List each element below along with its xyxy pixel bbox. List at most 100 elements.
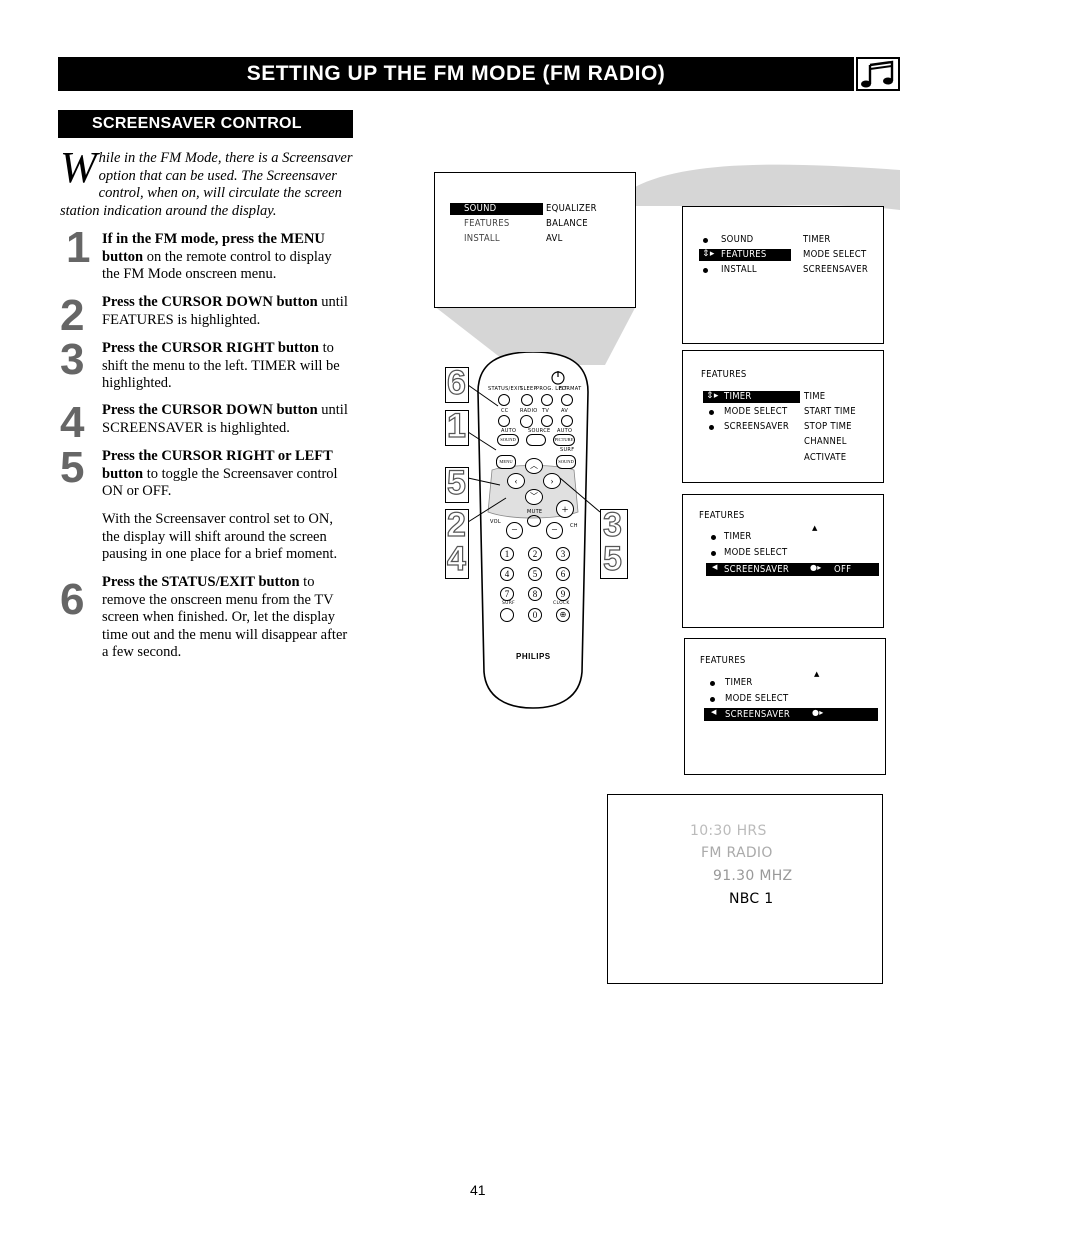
digit-7-button[interactable]: 7	[500, 587, 514, 601]
remote-label-auto-sound: AUTO	[501, 428, 517, 434]
menu2-item-install: INSTALL	[721, 264, 757, 275]
callout-2: 2	[446, 505, 466, 544]
menu-screen-1: SOUND FEATURES INSTALL EQUALIZER BALANCE…	[434, 172, 636, 308]
clock-button[interactable]: ⊕	[556, 608, 570, 622]
menu3-option-activate: ACTIVATE	[804, 452, 847, 463]
menu3-item-screensaver: SCREENSAVER	[724, 421, 790, 432]
sound-button[interactable]: SOUND	[556, 455, 576, 469]
step-4-number: 4	[60, 398, 85, 447]
music-note-icon	[856, 57, 900, 91]
menu2-option-mode-select: MODE SELECT	[803, 249, 867, 260]
auto-sound-button[interactable]: SOUND	[497, 434, 519, 446]
cursor-right-button[interactable]: ›	[543, 473, 561, 489]
menu5-up-arrow-icon: ▲	[814, 670, 820, 678]
menu2-item-sound: SOUND	[721, 234, 754, 245]
status-exit-button[interactable]	[498, 394, 510, 406]
remote-label-surf: SURF	[560, 447, 575, 453]
callout-3: 3	[602, 505, 622, 544]
menu2-option-timer: TIMER	[803, 234, 831, 245]
volume-down-button[interactable]: −	[506, 522, 523, 539]
remote-label-av: AV	[561, 408, 569, 414]
header-title: SETTING UP THE FM MODE (FM RADIO)	[246, 62, 666, 85]
menu1-option-avl: AVL	[546, 233, 563, 244]
channel-down-button[interactable]: −	[546, 522, 563, 539]
intro-text: hile in the FM Mode, there is a Screensa…	[60, 150, 353, 219]
menu1-item-install: INSTALL	[464, 233, 500, 244]
remote-label-vol: VOL	[490, 519, 501, 525]
menu1-option-equalizer: EQUALIZER	[546, 203, 597, 214]
digit-8-button[interactable]: 8	[528, 587, 542, 601]
menu5-toggle-arrows-icon: ●▸	[812, 708, 824, 717]
prog-list-button[interactable]	[541, 394, 553, 406]
radio-button[interactable]	[520, 415, 533, 428]
sleep-button[interactable]	[521, 394, 533, 406]
menu3-option-channel: CHANNEL	[804, 436, 847, 447]
radio-station: NBC 1	[729, 891, 774, 907]
menu2-item-features: FEATURES	[721, 249, 767, 260]
remote-label-ch: CH	[570, 523, 578, 529]
menu2-option-screensaver: SCREENSAVER	[803, 264, 869, 275]
light-cone-graphic	[434, 164, 900, 365]
section-title: SCREENSAVER CONTROL	[58, 110, 353, 138]
step-1-text: If in the FM mode, press the MENU button…	[102, 231, 332, 282]
digit-0-button[interactable]: 0	[528, 608, 542, 622]
menu-screen-3: FEATURES ⇕▸ TIMER MODE SELECT SCREENSAVE…	[682, 350, 884, 483]
av-button[interactable]	[561, 415, 573, 427]
menu4-item-mode-select: MODE SELECT	[724, 547, 788, 558]
format-button[interactable]	[561, 394, 573, 406]
menu4-title: FEATURES	[699, 510, 745, 521]
channel-up-button[interactable]: +	[556, 500, 574, 518]
menu4-toggle-arrows-icon: ●▸	[810, 563, 822, 572]
menu3-item-timer: TIMER	[724, 391, 752, 402]
step-2-number: 2	[60, 291, 85, 340]
mute-button[interactable]	[527, 515, 541, 527]
remote-label-radio: RADIO	[520, 408, 538, 414]
menu-screen-4: FEATURES ▲ TIMER MODE SELECT ◀ SCREENSAV…	[682, 494, 884, 628]
cc-button[interactable]	[498, 415, 510, 427]
digit-9-button[interactable]: 9	[556, 587, 570, 601]
step-4-text: Press the CURSOR DOWN button until SCREE…	[102, 402, 348, 436]
digit-1-button[interactable]: 1	[500, 547, 514, 561]
menu3-option-time: TIME	[804, 391, 826, 402]
remote-label-surf-bottom: SURF	[502, 601, 516, 606]
digit-4-button[interactable]: 4	[500, 567, 514, 581]
callout-6: 6	[446, 363, 466, 402]
menu1-item-features: FEATURES	[464, 218, 510, 229]
remote-brand-logo: PHILIPS	[516, 652, 551, 661]
menu-button[interactable]: MENU	[496, 455, 516, 469]
cursor-left-button[interactable]: ‹	[507, 473, 525, 489]
fm-radio-screen: 10:30 HRS FM RADIO 91.30 MHZ NBC 1	[607, 794, 883, 984]
remote-label-format: FORMAT	[559, 386, 582, 392]
menu3-item-mode-select: MODE SELECT	[724, 406, 788, 417]
step-5-text: Press the CURSOR RIGHT or LEFT button to…	[102, 448, 338, 499]
digit-3-button[interactable]: 3	[556, 547, 570, 561]
menu3-option-start-time: START TIME	[804, 406, 856, 417]
auto-picture-button[interactable]: PICTURE	[553, 434, 575, 446]
remote-label-auto-picture: AUTO	[557, 428, 573, 434]
menu4-left-arrow-icon: ◀	[712, 563, 718, 571]
cursor-up-button[interactable]: ︿	[525, 458, 543, 474]
page-number: 41	[470, 1182, 486, 1198]
step-3-number: 3	[60, 335, 85, 384]
menu3-title: FEATURES	[701, 369, 747, 380]
digit-5-button[interactable]: 5	[528, 567, 542, 581]
radio-time: 10:30 HRS	[690, 823, 767, 839]
cursor-down-button[interactable]: ﹀	[525, 489, 543, 505]
source-button[interactable]	[526, 434, 546, 446]
step-2-text: Press the CURSOR DOWN button until FEATU…	[102, 294, 348, 328]
menu5-left-arrow-icon: ◀	[711, 708, 717, 716]
menu5-title: FEATURES	[700, 655, 746, 666]
digit-6-button[interactable]: 6	[556, 567, 570, 581]
remote-label-cc: CC	[501, 408, 509, 414]
menu4-item-timer: TIMER	[724, 531, 752, 542]
digit-2-button[interactable]: 2	[528, 547, 542, 561]
remote-label-clock: CLOCK	[553, 601, 570, 606]
step-5-number: 5	[60, 443, 85, 492]
surf-button[interactable]	[500, 608, 514, 622]
callout-4: 4	[446, 539, 466, 578]
tv-button[interactable]	[541, 415, 553, 427]
menu1-option-balance: BALANCE	[546, 218, 588, 229]
callout-5-right: 5	[602, 539, 622, 578]
menu-screen-5: FEATURES ▲ TIMER MODE SELECT ◀ SCREENSAV…	[684, 638, 886, 775]
